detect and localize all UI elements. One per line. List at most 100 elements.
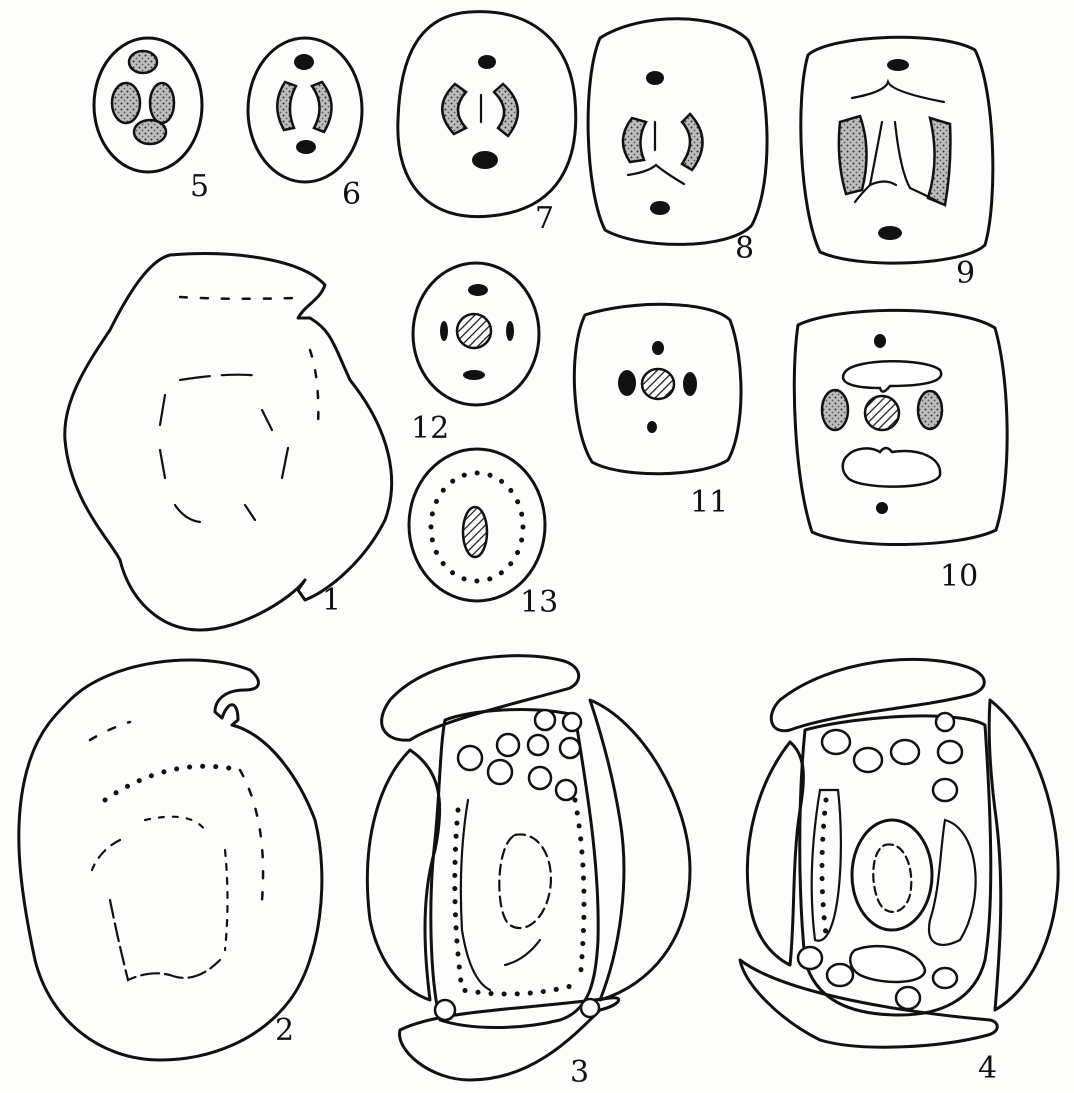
fig12-bundle-bottom [463, 370, 485, 380]
fig2-stele-bottom [110, 900, 220, 980]
fig3-bundle-1 [535, 710, 555, 730]
fig3-bundle-3 [497, 734, 519, 756]
fig8-partition [628, 165, 684, 184]
fig10-bundle-left [822, 390, 848, 430]
fig3-bundle-10 [435, 1000, 455, 1020]
fig3-bundle-6 [458, 746, 482, 770]
fig6-bundle-left [277, 82, 296, 130]
fig13-stele [463, 507, 487, 557]
figure-4: 4 [740, 659, 1058, 1086]
fig1-ring-top [180, 375, 260, 380]
fig4-bundle-3 [891, 740, 919, 764]
fig1-ring-bottom-a [175, 505, 200, 522]
fig12-label: 12 [411, 411, 449, 446]
fig9-lower-partition-b [895, 122, 935, 200]
fig7-bundle-bottom [472, 151, 498, 169]
fig5-bundle-left [112, 83, 140, 123]
fig3-inner-left [461, 800, 490, 990]
fig2-bundle-arc [105, 766, 240, 800]
fig9-upper-partition [852, 82, 944, 102]
fig4-right-lobe [989, 700, 1058, 1010]
fig11-label: 11 [690, 485, 728, 520]
fig4-pith [873, 844, 911, 911]
fig3-label: 3 [570, 1055, 589, 1090]
fig3-bundle-5 [560, 738, 580, 758]
fig10-stele [865, 396, 899, 430]
fig10-upper-cavity [843, 361, 941, 391]
fig7-bundle-top [478, 55, 496, 69]
fig12-bundle-left [440, 321, 448, 341]
fig7-label: 7 [535, 201, 554, 236]
figure-2: 2 [19, 660, 322, 1060]
fig9-bundle-bottom [878, 226, 902, 240]
figure-1: 1 [65, 254, 392, 630]
figure-10: 10 [794, 310, 1007, 594]
fig4-bundle-2 [854, 748, 882, 772]
fig13-label: 13 [520, 585, 558, 620]
fig4-right-strand [929, 820, 976, 945]
fig1-outline [65, 254, 392, 630]
fig3-bundle-4 [528, 735, 548, 755]
fig11-bundle-top [652, 341, 664, 355]
fig6-bundle-right [312, 82, 332, 132]
fig3-bundle-row-lower [455, 810, 575, 994]
fig11-stele [642, 369, 674, 399]
figure-7: 7 [398, 12, 576, 236]
fig12-bundle-right [506, 321, 514, 341]
fig1-ring-bottom-b [245, 505, 255, 520]
fig10-label: 10 [940, 559, 978, 594]
fig3-bundle-9 [556, 780, 576, 800]
figure-13: 13 [409, 449, 558, 620]
fig1-ring-right-b [282, 448, 288, 478]
fig3-bundle-8 [529, 767, 551, 789]
fig4-pith-ring [852, 820, 932, 930]
fig12-stele [457, 314, 491, 348]
fig5-bundle-right [150, 83, 174, 123]
fig8-label: 8 [735, 231, 754, 266]
fig3-inner-arc [505, 940, 540, 965]
fig7-bundle-left [442, 84, 466, 134]
fig8-bundle-bottom [650, 201, 670, 215]
fig6-bundle-top [294, 54, 314, 70]
fig1-upper-bundles [180, 297, 295, 299]
fig2-stele-left [92, 840, 120, 870]
fig4-bundle-7 [798, 947, 822, 969]
fig3-bundle-11 [581, 999, 599, 1017]
fig11-bundle-left [618, 370, 636, 396]
fig8-bundle-top [646, 71, 664, 85]
fig4-bundle-10 [933, 968, 957, 988]
fig12-bundle-top [468, 284, 488, 296]
fig3-bundle-row-right [575, 800, 584, 980]
fig1-ring-left-a [160, 395, 165, 425]
fig10-bundle-top [874, 334, 886, 348]
figure-6: 6 [248, 38, 362, 212]
fig9-bundle-left [839, 116, 867, 194]
fig2-right-bundles [240, 770, 263, 900]
fig5-bundle-top [129, 51, 157, 73]
fig3-right-lobe [590, 700, 690, 1000]
fig11-bundle-bottom [647, 421, 657, 433]
fig4-left-lobe [747, 742, 803, 965]
fig4-label: 4 [978, 1051, 997, 1086]
fig3-bundle-2 [563, 713, 581, 731]
fig4-bundle-8 [827, 964, 853, 986]
fig10-lower-cavity [843, 448, 940, 487]
fig5-label: 5 [190, 169, 209, 204]
fig1-label: 1 [322, 583, 341, 618]
fig4-bundle-9 [850, 946, 925, 982]
fig9-lower-partition-c [870, 182, 896, 186]
fig2-stele-top [145, 817, 205, 830]
fig2-stele-right [225, 850, 228, 950]
fig1-right-bundles [310, 350, 318, 425]
fig3-pith [499, 834, 551, 928]
fig2-label: 2 [275, 1013, 294, 1048]
fig7-bundle-right [494, 84, 518, 136]
fig11-bundle-right [683, 372, 697, 396]
figure-11: 11 [574, 304, 741, 520]
fig9-label: 9 [956, 256, 975, 291]
fig2-outline [19, 660, 322, 1060]
fig10-bundle-bottom [876, 502, 888, 514]
fig4-bundle-1 [822, 730, 850, 754]
